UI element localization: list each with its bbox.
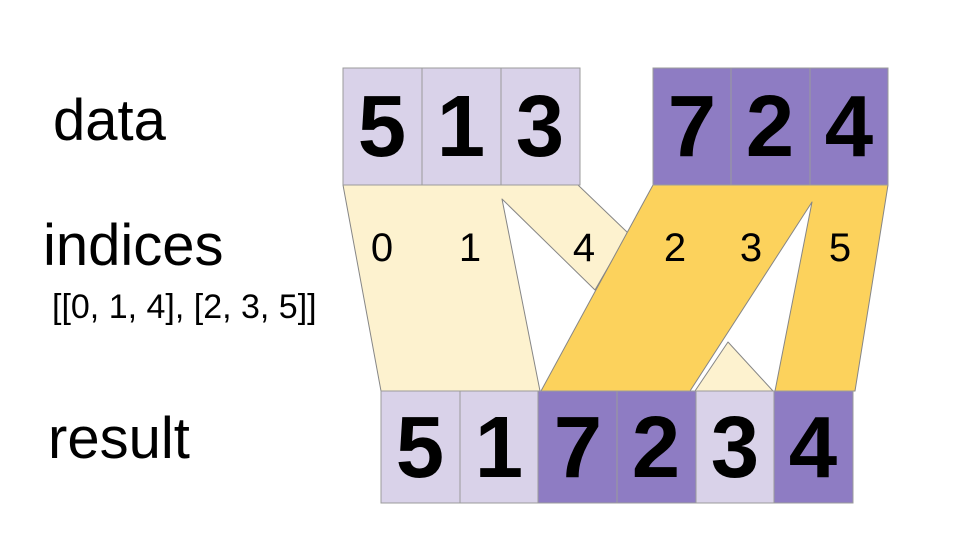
data2-value-1: 2 xyxy=(746,78,794,175)
index-digits: 0 1 4 2 3 5 xyxy=(371,226,851,270)
data-row-label: data xyxy=(53,88,167,153)
data1-value-1: 1 xyxy=(437,78,485,175)
index-digit-1: 1 xyxy=(459,226,481,270)
result-array: 5 1 7 2 3 4 xyxy=(380,390,854,504)
data1-cell-1 xyxy=(421,67,502,186)
result-cell-3 xyxy=(616,390,697,504)
data-array-group-2: 7 2 4 xyxy=(652,67,889,186)
indices-row-label: indices xyxy=(43,213,224,278)
data2-value-0: 7 xyxy=(668,78,716,175)
data2-cell-1 xyxy=(730,67,811,186)
index-digit-3: 3 xyxy=(740,226,762,270)
index-digit-5: 5 xyxy=(829,226,851,270)
data2-value-2: 4 xyxy=(825,78,873,175)
result-cell-4 xyxy=(695,390,775,504)
index-digit-0: 0 xyxy=(371,226,393,270)
index-bands xyxy=(342,184,889,392)
result-cell-2 xyxy=(537,390,618,504)
result-cell-5 xyxy=(773,390,854,504)
result-value-1: 1 xyxy=(475,399,523,496)
row-labels: data indices [[0, 1, 4], [2, 3, 5]] resu… xyxy=(43,88,317,471)
result-cell-0 xyxy=(380,390,461,504)
result-value-0: 5 xyxy=(396,399,444,496)
data2-cell-0 xyxy=(652,67,732,186)
result-value-2: 7 xyxy=(554,399,602,496)
index-digit-2: 2 xyxy=(664,226,686,270)
result-value-4: 3 xyxy=(711,399,759,496)
indices-value-label: [[0, 1, 4], [2, 3, 5]] xyxy=(52,288,317,326)
data1-value-2: 3 xyxy=(516,78,564,175)
result-row-label: result xyxy=(48,406,190,471)
data1-value-0: 5 xyxy=(358,78,406,175)
index-digit-4: 4 xyxy=(573,226,595,270)
data1-cell-2 xyxy=(500,67,581,186)
result-value-3: 2 xyxy=(632,399,680,496)
result-value-5: 4 xyxy=(789,399,837,496)
data2-cell-2 xyxy=(809,67,889,186)
data-array-group-1: 5 1 3 xyxy=(342,67,581,186)
